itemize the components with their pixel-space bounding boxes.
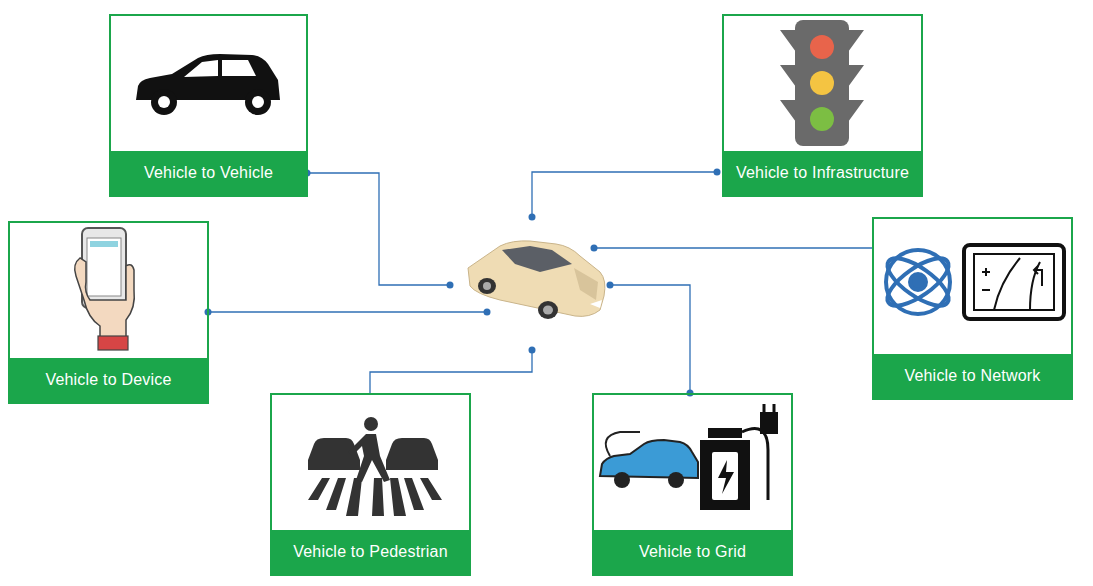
box-label: Vehicle to Pedestrian: [293, 543, 448, 561]
label-band: Vehicle to Grid: [594, 530, 791, 574]
box-label: Vehicle to Grid: [639, 543, 746, 561]
box-label: Vehicle to Device: [45, 371, 171, 389]
central-car: [468, 241, 605, 319]
label-band: Vehicle to Device: [10, 358, 207, 402]
v2d-box: Vehicle to Device: [8, 221, 209, 404]
network-icon: [880, 250, 955, 314]
v2g-box: Vehicle to Grid: [592, 393, 793, 576]
label-band: Vehicle to Pedestrian: [272, 530, 469, 574]
v2n-box: Vehicle to Network: [872, 217, 1073, 400]
navigation-screen-icon: [964, 245, 1064, 319]
car-icon: [136, 54, 280, 115]
box-label: Vehicle to Vehicle: [144, 164, 273, 182]
leader-dots: [205, 169, 721, 397]
label-band: Vehicle to Infrastructure: [724, 151, 921, 195]
traffic-light-icon: [780, 20, 864, 146]
label-band: Vehicle to Network: [874, 354, 1071, 398]
box-label: Vehicle to Infrastructure: [736, 164, 909, 182]
pedestrian-icon: [308, 417, 442, 516]
box-label: Vehicle to Network: [904, 367, 1040, 385]
leader-lines: [208, 172, 872, 393]
grid-icon: [600, 404, 778, 510]
phone-icon: [75, 228, 135, 350]
v2v-box: Vehicle to Vehicle: [109, 14, 308, 197]
label-band: Vehicle to Vehicle: [111, 151, 306, 195]
v2i-box: Vehicle to Infrastructure: [722, 14, 923, 197]
v2p-box: Vehicle to Pedestrian: [270, 393, 471, 576]
